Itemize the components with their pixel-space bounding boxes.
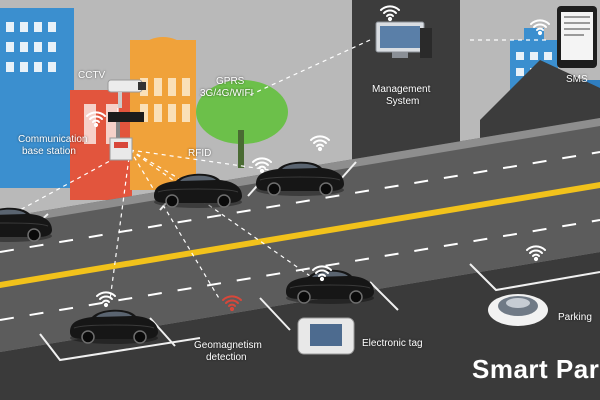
phone-icon <box>557 6 597 68</box>
gprs-label-line2: 3G/4G/WIFI <box>200 88 254 99</box>
etag-label: Electronic tag <box>362 338 423 349</box>
management-label-line1: Management <box>372 84 431 95</box>
comm-label-line1: Communication <box>18 134 88 145</box>
tablet-icon <box>297 317 355 355</box>
center-line <box>0 182 600 288</box>
cctv-label: CCTV <box>78 70 106 81</box>
monitor-icon <box>375 21 432 58</box>
geo-label-line2: detection <box>206 352 247 363</box>
geo-label-line1: Geomagnetism <box>194 340 262 351</box>
base-station-icon <box>108 112 144 161</box>
management-label-line2: System <box>386 96 420 107</box>
page-title: Smart Par <box>472 354 600 384</box>
cctv-camera-icon <box>107 79 146 108</box>
gprs-label-line1: GPRS <box>216 76 245 87</box>
parking-label: Parking <box>558 312 592 323</box>
sms-label: SMS <box>566 74 588 85</box>
comm-label-line2: base station <box>22 146 76 157</box>
parking-sensor-icon <box>488 294 548 326</box>
rfid-label: RFID <box>188 148 212 159</box>
